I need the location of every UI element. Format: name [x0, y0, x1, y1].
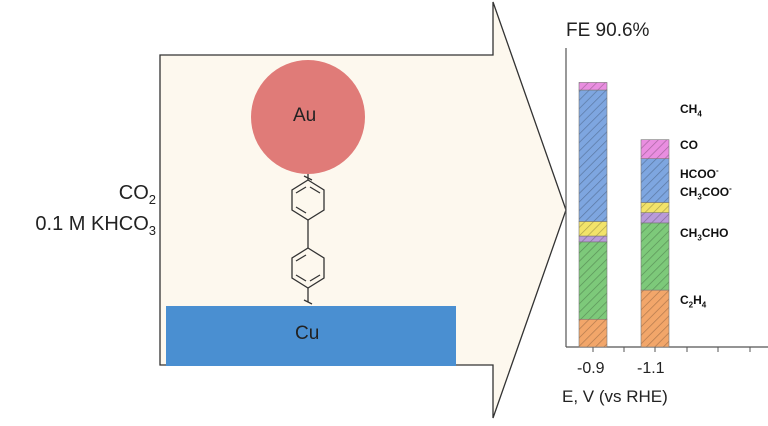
bar-segment-c2h4-2-hatch — [640, 289, 670, 348]
x-axis-ticks — [592, 347, 751, 352]
bar-segment-ch3cho-2-hatch — [640, 222, 670, 291]
stacked-bars — [578, 82, 670, 348]
product-label-ch4: CH4 — [680, 102, 702, 119]
cu-slab — [166, 306, 456, 366]
electrolyte-text: 0.1 M KHCO — [35, 213, 149, 235]
bar-segment-ch4-2-hatch — [640, 139, 670, 159]
gas-subscript: 2 — [148, 192, 156, 207]
bar-segment-c2h4-1-hatch — [578, 318, 608, 348]
x-tick-label-2: -1.1 — [637, 360, 665, 377]
bar-segment-hcoo-1-hatch — [578, 221, 608, 237]
product-label-hcoo: HCOO- — [680, 166, 719, 181]
gas-formula: CO — [118, 182, 149, 204]
au-label: Au — [293, 105, 317, 126]
product-label-ch3cho: CH3CHO — [680, 226, 729, 243]
bar-segment-ch3cho-1-hatch — [578, 241, 608, 320]
product-label-co: CO — [680, 138, 698, 152]
bar-segment-ch3coo-1-hatch — [578, 235, 608, 243]
bar-segment-hcoo-2-hatch — [640, 202, 670, 213]
au-sphere — [251, 60, 365, 174]
bar-segment-ch3coo-2-hatch — [640, 212, 670, 224]
x-tick-label-1: -0.9 — [577, 360, 605, 377]
bar-segment-co-1-hatch — [578, 89, 608, 222]
cu-label: Cu — [295, 323, 320, 344]
gas-label: CO2 — [96, 181, 156, 212]
electrolyte-subscript: 3 — [148, 223, 156, 238]
chart-title: FE 90.6% — [566, 20, 650, 41]
x-axis-label: E, V (vs RHE) — [562, 387, 668, 406]
product-label-ch3coo: CH3COO- — [680, 184, 732, 202]
electrolyte-label: 0.1 M KHCO3 — [2, 212, 156, 243]
biphenyl-linker — [291, 174, 325, 305]
bar-segment-co-2-hatch — [640, 158, 670, 203]
bar-segment-ch4-1-hatch — [578, 82, 608, 91]
product-label-c2h4: C2H4 — [680, 293, 707, 310]
